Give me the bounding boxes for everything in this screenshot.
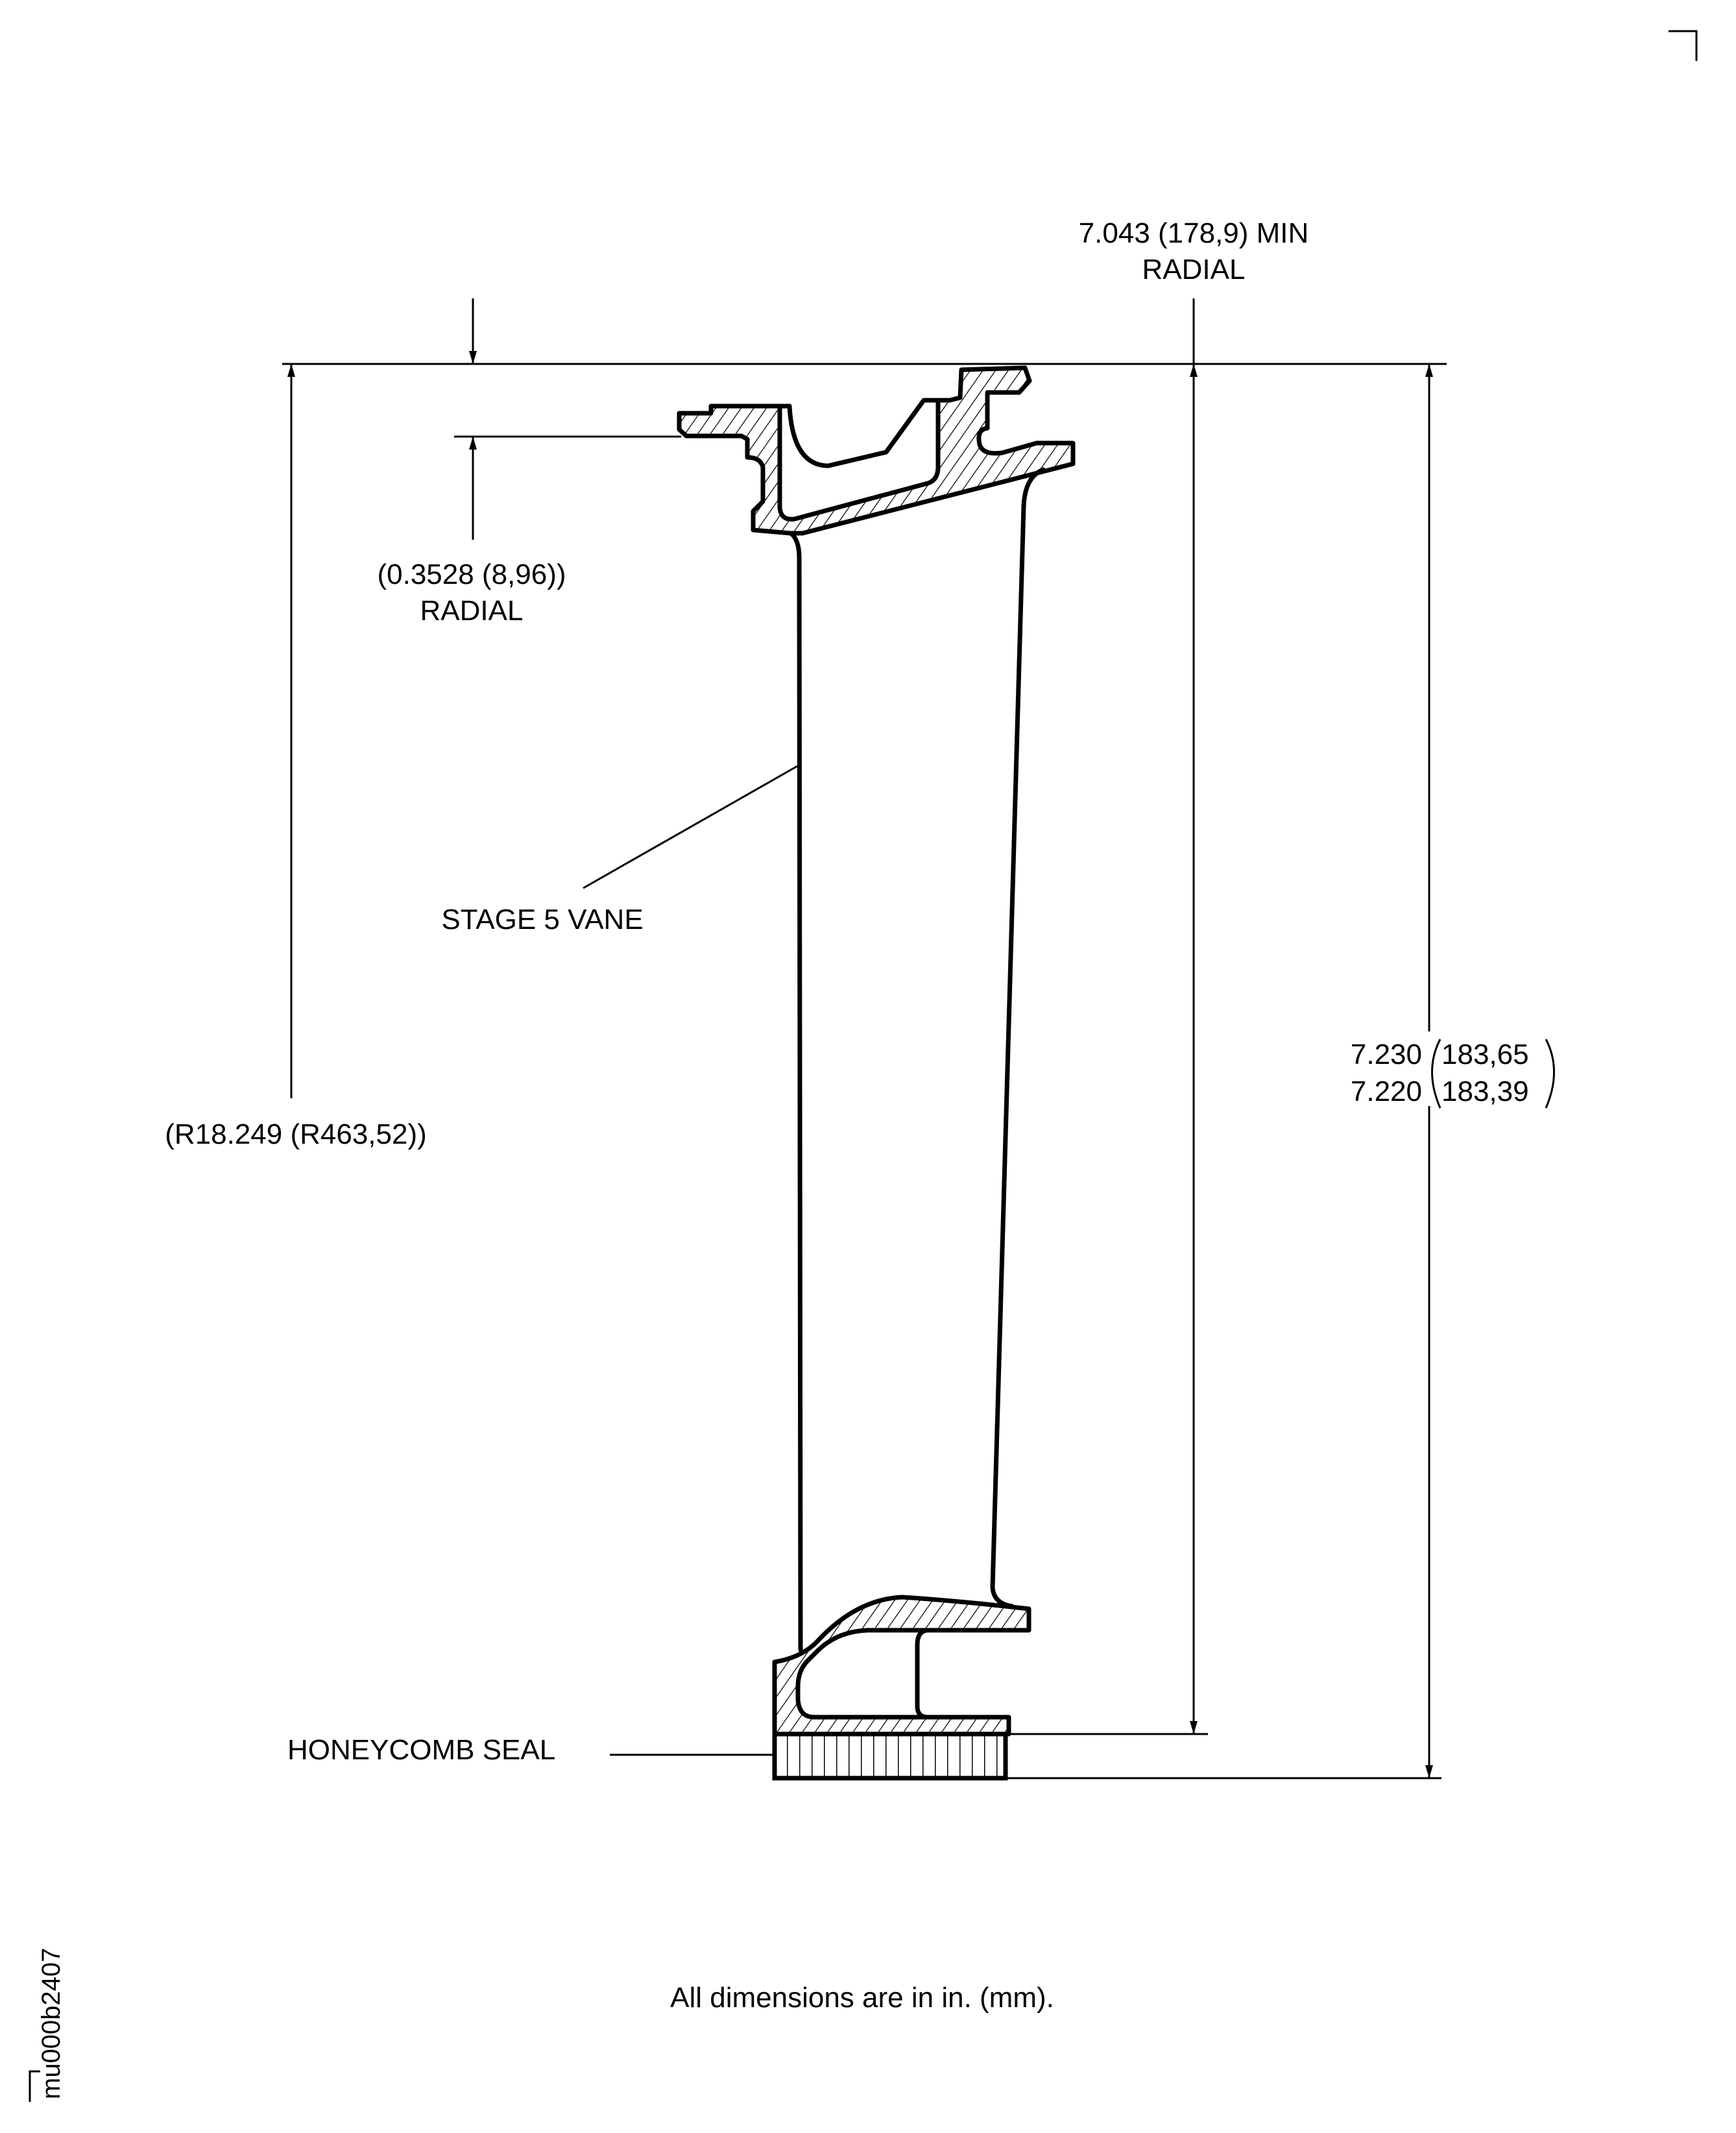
height-upper-in: 7.230	[1351, 1039, 1422, 1070]
min-radial-dim-line2: RADIAL	[1142, 254, 1246, 285]
lower-shroud-web	[915, 1628, 930, 1720]
figure-id-bracket	[29, 2070, 40, 2102]
height-mm-right-paren	[1545, 1039, 1555, 1109]
honeycomb-seal	[772, 1731, 1008, 1781]
corner-crop-mark	[1669, 30, 1698, 61]
upper-shroud-section	[677, 365, 1076, 536]
upper-shroud-cavity	[777, 398, 941, 522]
figure-id: mu000b2407	[37, 1947, 66, 2099]
stage-vane-label: STAGE 5 VANE	[441, 904, 643, 935]
height-lower-in: 7.220	[1351, 1076, 1422, 1107]
honeycomb-seal-label: HONEYCOMB SEAL	[287, 1734, 555, 1766]
shroud-radial-dim-line1: (0.3528 (8,96))	[377, 559, 566, 590]
lower-shroud-section	[772, 1595, 1031, 1737]
height-mm-left-paren	[1431, 1039, 1441, 1109]
airfoil-trailing-edge	[990, 467, 1046, 1609]
dimensions-units-note: All dimensions are in in. (mm).	[670, 1982, 1054, 2014]
min-radial-dim-line1: 7.043 (178,9) MIN	[1079, 217, 1309, 249]
height-lower-mm: 183,39	[1441, 1076, 1529, 1107]
shroud-radial-dim-line2: RADIAL	[420, 595, 524, 627]
radius-dim-label: (R18.249 (R463,52))	[165, 1118, 427, 1150]
airfoil-leading-edge	[788, 531, 803, 1652]
stage-vane-leader	[583, 765, 798, 889]
height-upper-mm: 183,65	[1441, 1039, 1529, 1070]
